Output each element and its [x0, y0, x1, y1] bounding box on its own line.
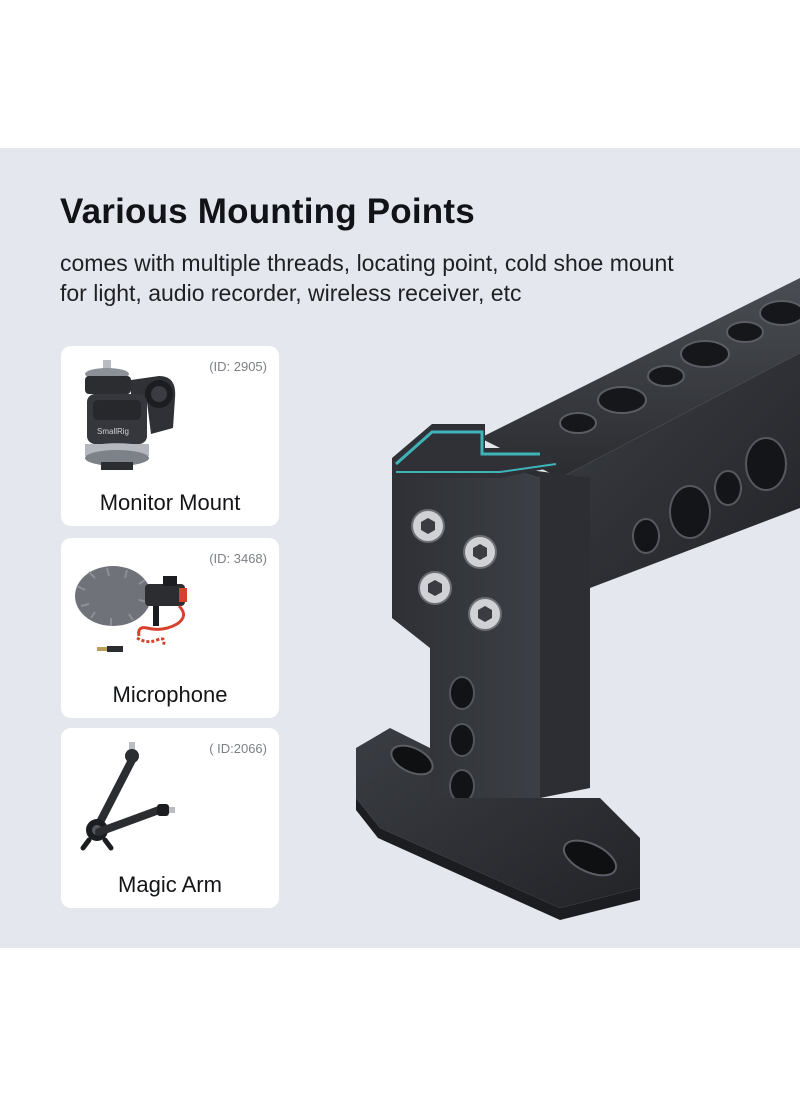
card-label: Magic Arm: [118, 872, 222, 897]
magic-arm-icon: [80, 742, 175, 851]
card-label: Microphone: [112, 682, 228, 707]
card-label: Monitor Mount: [99, 490, 241, 515]
svg-text:SmallRig: SmallRig: [97, 427, 129, 436]
card-product-id: ( ID:2066): [209, 741, 267, 756]
page-title: Various Mounting Points: [60, 192, 475, 231]
card-magic-arm: ( ID:2066) Magic Arm: [61, 728, 279, 908]
card-monitor-mount: SmallRig (ID: 2905) Monitor Mount: [61, 346, 279, 526]
monitor-mount-icon: SmallRig: [85, 360, 176, 470]
microphone-icon: [75, 566, 187, 652]
page-subtitle: comes with multiple threads, locating po…: [60, 250, 674, 306]
top-handle-illustration: [356, 278, 800, 920]
card-microphone: (ID: 3468) Microphone: [61, 538, 279, 718]
card-product-id: (ID: 2905): [209, 359, 267, 374]
feature-panel: Various Mounting Points comes with multi…: [0, 148, 800, 948]
card-product-id: (ID: 3468): [209, 551, 267, 566]
